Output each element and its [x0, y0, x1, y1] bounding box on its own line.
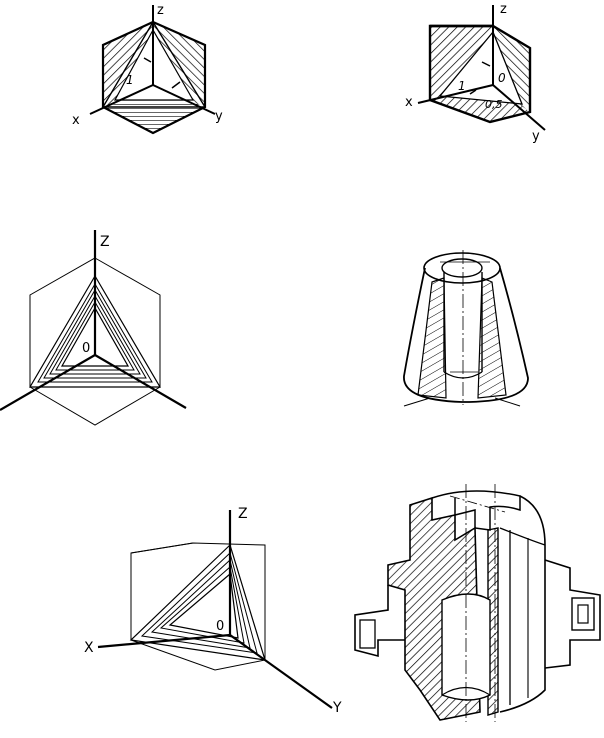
axis-label-z: Z	[238, 506, 248, 522]
ratio-label-05: 0,5	[485, 98, 503, 111]
ratio-label-0: 0	[498, 71, 506, 85]
axis-label-z: z	[157, 3, 164, 18]
axis-label-y: y	[215, 109, 223, 124]
origin-label: 0	[216, 619, 224, 634]
figure-castellated-part-section	[354, 484, 601, 722]
origin-label: 0	[82, 341, 90, 356]
axis-label-z: Z	[100, 234, 110, 250]
axis-label-y: y	[532, 129, 540, 144]
figure-cube-axes: Z X Y 0	[84, 506, 342, 716]
axis-label-x: x	[72, 113, 80, 128]
axis-label-z: z	[500, 2, 507, 17]
axis-label-y: Y	[332, 700, 342, 716]
axis-label-x: X	[84, 640, 94, 656]
figure-cube-hatched-1: z x y 1	[72, 3, 223, 135]
figure-hexagon-axes: Z 0	[0, 230, 187, 426]
ratio-label: 1	[126, 73, 134, 87]
ratio-label-1: 1	[458, 79, 466, 93]
figure-cone-section	[403, 250, 529, 407]
figure-cube-hatched-2: z x y 1 0 0,5	[405, 2, 546, 144]
axis-label-x: x	[405, 95, 413, 110]
